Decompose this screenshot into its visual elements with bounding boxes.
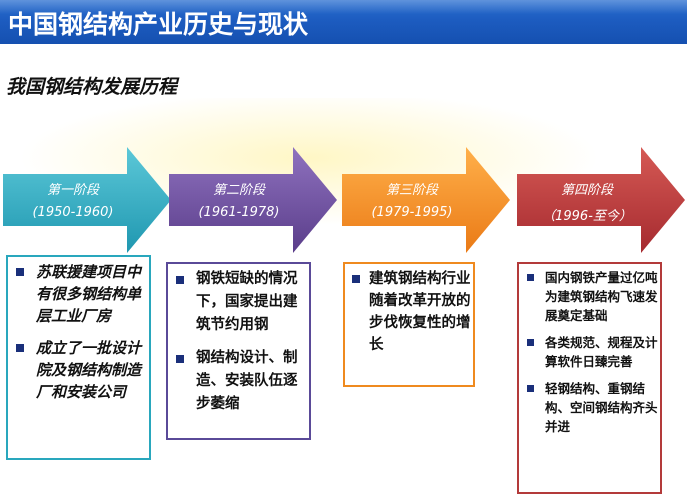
page-title: 中国钢结构产业历史与现状 — [8, 10, 309, 39]
bullet-square-icon — [527, 385, 534, 392]
list-item: 建筑钢结构行业随着改革开放的步伐恢复性的增长 — [345, 268, 473, 356]
phase-2-name: 第二阶段 — [212, 183, 265, 198]
list-item: 钢结构设计、制造、安装队伍逐步萎缩 — [168, 347, 309, 416]
bullet-square-icon — [527, 339, 534, 346]
phase-1-box: 苏联援建项目中 有很多钢结构单层工业厂房 成立了一批设计院及钢结构制造厂和安装公… — [6, 255, 151, 460]
phase-2-arrow: 第二阶段 (1961-1978) — [169, 147, 339, 253]
phase-3-name: 第三阶段 — [385, 183, 438, 198]
phase-4-years: （1996-至今） — [542, 209, 632, 224]
phase-4-arrow: 第四阶段 （1996-至今） — [517, 147, 687, 253]
bullet-square-icon — [176, 276, 184, 284]
arrow-shape-2 — [169, 147, 337, 253]
phase-2-item-2: 钢结构设计、制造、安装队伍逐步萎缩 — [196, 350, 298, 412]
section-subtitle: 我国钢结构发展历程 — [6, 76, 178, 98]
list-item: 国内钢铁产量过亿吨为建筑钢结构飞速发展奠定基础 — [519, 268, 660, 325]
bullet-square-icon — [16, 344, 24, 352]
bullet-square-icon — [16, 268, 24, 276]
phase-1-item-2: 成立了一批设计院及钢结构制造厂和安装公司 — [36, 339, 142, 401]
bullet-square-icon — [527, 274, 534, 281]
phase-3-item-1: 建筑钢结构行业随着改革开放的步伐恢复性的增长 — [369, 271, 471, 353]
phase-3-years: (1979-1995) — [371, 205, 453, 220]
bullet-square-icon — [176, 355, 184, 363]
phase-3-box: 建筑钢结构行业随着改革开放的步伐恢复性的增长 — [343, 262, 475, 387]
list-item: 成立了一批设计院及钢结构制造厂和安装公司 — [8, 337, 149, 403]
title-bar: 中国钢结构产业历史与现状 — [0, 0, 687, 44]
list-item: 各类规范、规程及计算软件日臻完善 — [519, 333, 660, 371]
list-item: 轻钢结构、重钢结构、空间钢结构齐头并进 — [519, 379, 660, 436]
phase-4-name: 第四阶段 — [560, 183, 613, 198]
phase-4-box: 国内钢铁产量过亿吨为建筑钢结构飞速发展奠定基础 各类规范、规程及计算软件日臻完善… — [517, 262, 662, 494]
phase-2-years: (1961-1978) — [198, 205, 280, 220]
arrow-shape-3 — [342, 147, 510, 253]
bullet-square-icon — [352, 275, 360, 283]
arrow-shape-1 — [3, 147, 171, 253]
phase-2-box: 钢铁短缺的情况下，国家提出建筑节约用钢 钢结构设计、制造、安装队伍逐步萎缩 — [166, 262, 311, 440]
phase-4-item-2: 各类规范、规程及计算软件日臻完善 — [545, 335, 658, 369]
title-bar-sheen — [0, 0, 687, 14]
phase-1-arrow: 第一阶段 (1950-1960) — [3, 147, 173, 253]
phase-1-years: (1950-1960) — [32, 205, 114, 220]
phase-3-arrow: 第三阶段 (1979-1995) — [342, 147, 512, 253]
phase-4-item-3: 轻钢结构、重钢结构、空间钢结构齐头并进 — [545, 381, 658, 434]
phase-2-item-1: 钢铁短缺的情况下，国家提出建筑节约用钢 — [196, 271, 298, 333]
phase-4-item-1: 国内钢铁产量过亿吨为建筑钢结构飞速发展奠定基础 — [545, 270, 658, 323]
list-item: 苏联援建项目中 有很多钢结构单层工业厂房 — [8, 261, 149, 327]
phase-1-name: 第一阶段 — [46, 183, 99, 198]
list-item: 钢铁短缺的情况下，国家提出建筑节约用钢 — [168, 268, 309, 337]
arrow-shape-4 — [517, 147, 685, 253]
phase-1-item-1: 苏联援建项目中 有很多钢结构单层工业厂房 — [36, 263, 142, 325]
